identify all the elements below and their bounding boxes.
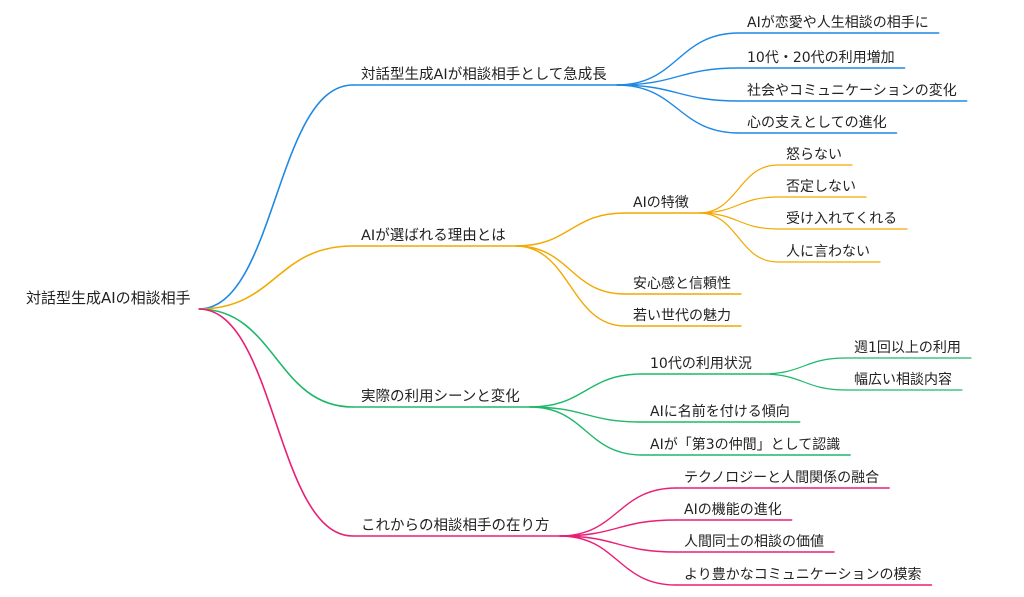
topic-naming-ai: AIに名前を付ける傾向 [650,403,790,420]
connector-branch-0-child-0 [616,32,740,86]
connector-branch-1-child-0-leaf-3 [698,212,779,263]
connector-branch-0-child-3 [616,84,740,134]
topic-tech-human-fusion: テクノロジーと人間関係の融合 [684,470,879,486]
connector-root-branch-3 [198,308,354,537]
topic-teen-usage: 10代の利用状況 [650,356,752,372]
mind-map-nodes: 対話型生成AIの相談相手 対話型生成AIが相談相手として急成長 AIが恋愛や人生… [26,14,961,583]
connector-branch-0-child-1 [616,67,740,86]
connector-branch-3-child-0 [559,487,677,537]
branch-reasons-chosen: AIが選ばれる理由とは [361,227,506,244]
connector-branch-2-child-0-leaf-1 [761,373,847,391]
connector-branch-2-child-2 [529,406,643,456]
connector-root-branch-1 [198,245,354,310]
topic-security-trust: 安心感と信頼性 [633,275,731,292]
topic-ai-as-life-advisor: AIが恋愛や人生相談の相手に [747,14,929,31]
connector-branch-2-child-0-leaf-0 [761,357,847,375]
feature-confidential: 人に言わない [786,244,870,260]
root-topic: 対話型生成AIの相談相手 [26,289,191,307]
mind-map-connectors [198,32,972,586]
connector-branch-0-child-2 [616,84,740,102]
branch-future-advisors: これからの相談相手の在り方 [361,517,550,534]
connector-branch-3-child-1 [559,519,677,537]
feature-not-denying: 否定しない [786,179,856,195]
connector-branch-1-child-0-leaf-1 [698,196,779,214]
connector-root-branch-0 [198,84,354,310]
connector-branch-3-child-2 [559,535,677,553]
topic-ai-function-evolution: AIの機能の進化 [684,502,782,518]
connector-branch-3-child-3 [559,535,677,586]
connector-branch-1-child-0-leaf-0 [698,164,779,214]
topic-richer-communication: より豊かなコミュニケーションの模索 [684,566,921,583]
branch-usage-scenes: 実際の利用シーンと変化 [361,388,520,405]
connector-root-branch-2 [198,308,354,408]
feature-not-angry: 怒らない [786,147,842,163]
connector-branch-1-child-2 [515,245,626,327]
connector-branch-1-child-1 [515,245,626,295]
connector-branch-1-child-0-leaf-2 [698,212,779,230]
feature-accepting: 受け入れてくれる [786,211,897,227]
connector-branch-1-child-0 [515,212,626,247]
usage-weekly: 週1回以上の利用 [854,340,961,356]
topic-ai-features: AIの特徴 [633,195,689,211]
usage-wide-topics: 幅広い相談内容 [854,371,952,388]
topic-young-generation-appeal: 若い世代の魅力 [633,308,731,324]
connector-branch-2-child-0 [529,373,643,408]
topic-social-communication-change: 社会やコミュニケーションの変化 [747,82,957,99]
topic-third-companion: AIが「第3の仲間」として認識 [650,436,840,453]
branch-rapid-growth: 対話型生成AIが相談相手として急成長 [361,66,607,83]
connector-branch-2-child-1 [529,406,643,423]
topic-human-consultation-value: 人間同士の相談の価値 [684,534,824,550]
topic-teen-twenties-increase: 10代・20代の利用増加 [747,50,895,66]
topic-emotional-support: 心の支えとしての進化 [747,115,887,131]
